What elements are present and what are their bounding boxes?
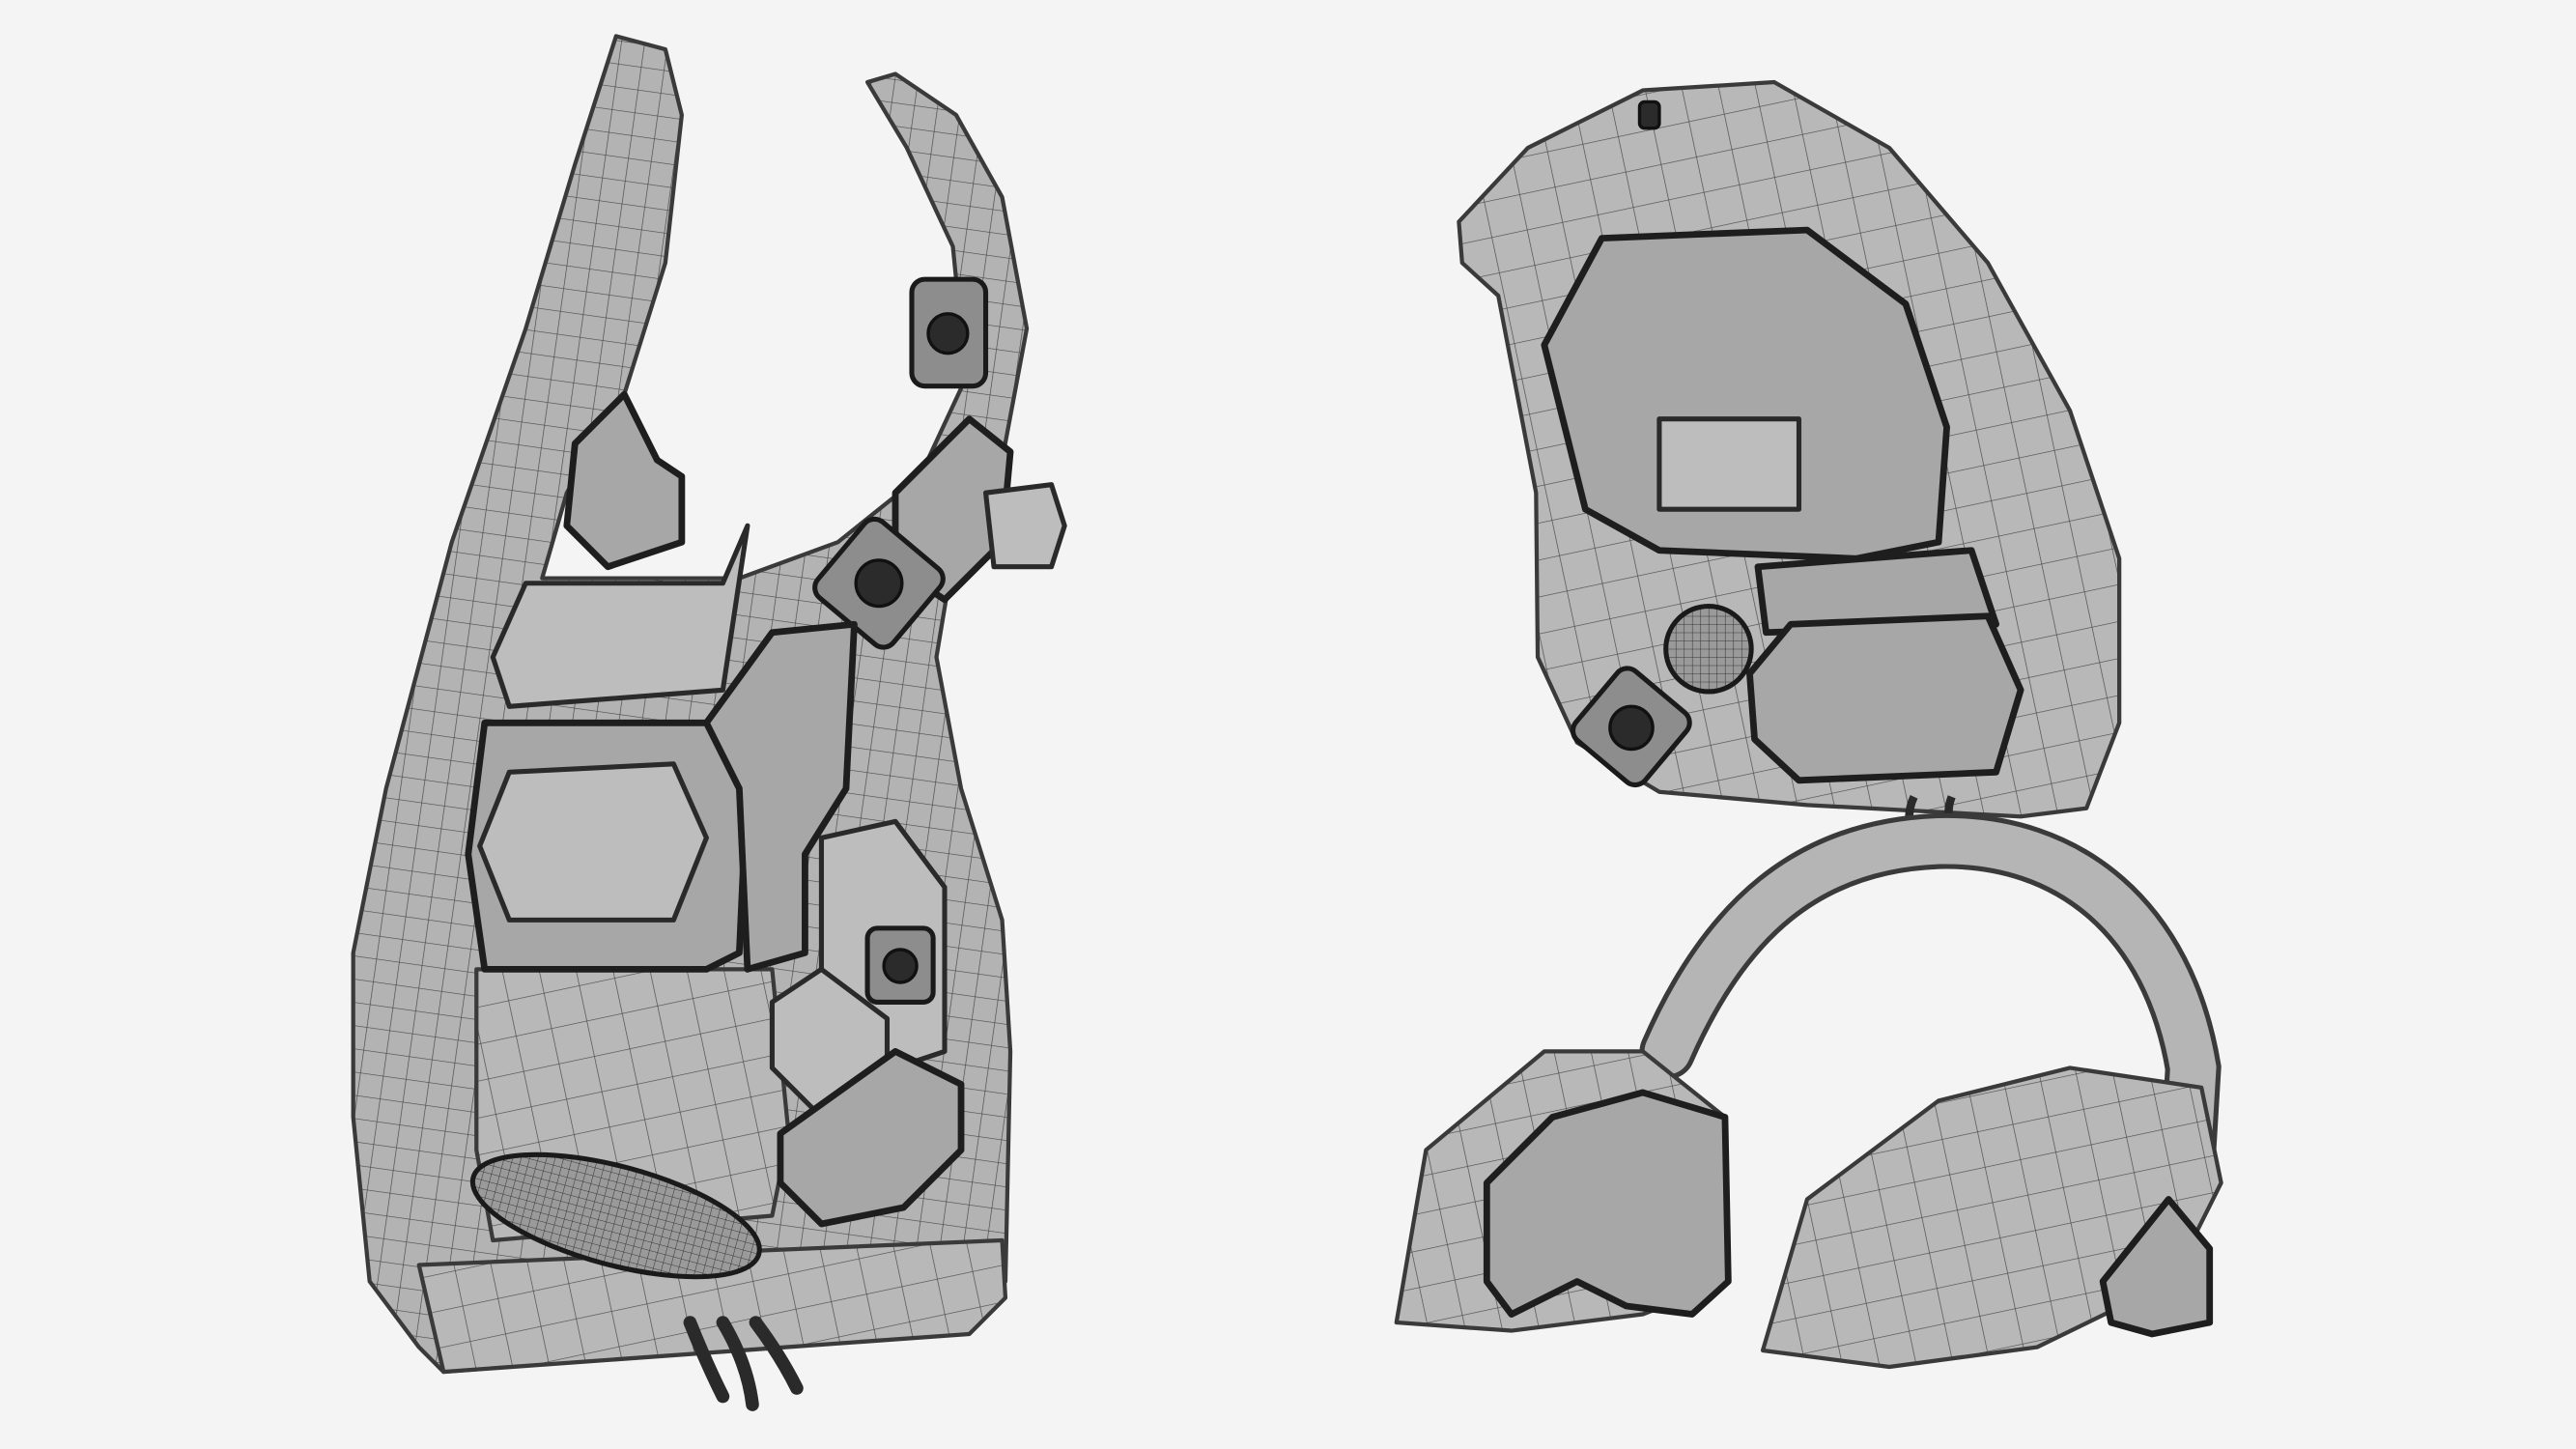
- display-window: [1656, 416, 1802, 512]
- speaker-cone: [882, 948, 919, 984]
- lower-module: [777, 1048, 965, 1228]
- control-unit: [1754, 547, 1999, 637]
- connector-cables: [683, 1316, 804, 1411]
- round-port: [1663, 603, 1754, 695]
- fan-unit: [469, 1151, 762, 1280]
- display-module: [1541, 226, 1950, 562]
- earcup-right-module: [2099, 1196, 2214, 1338]
- headband-mesh: [1644, 817, 2217, 1174]
- top-sensor: [1637, 99, 1661, 130]
- earcup-left-modules: [1483, 1089, 1732, 1318]
- speaker-cone: [854, 558, 904, 609]
- vest-bottom-lip: [416, 1237, 1008, 1375]
- shoulder-bracket-right: [982, 482, 1067, 570]
- side-plate: [702, 620, 858, 973]
- speaker-cone: [1608, 704, 1655, 752]
- speaker-cone: [926, 312, 970, 355]
- hex-panel: [477, 761, 709, 923]
- battery-hex: [1746, 612, 2024, 784]
- vest-model: [351, 34, 1067, 1411]
- headset-model: [1394, 79, 2223, 1370]
- shoulder-module-left: [563, 390, 686, 571]
- chest-tray: [490, 523, 750, 709]
